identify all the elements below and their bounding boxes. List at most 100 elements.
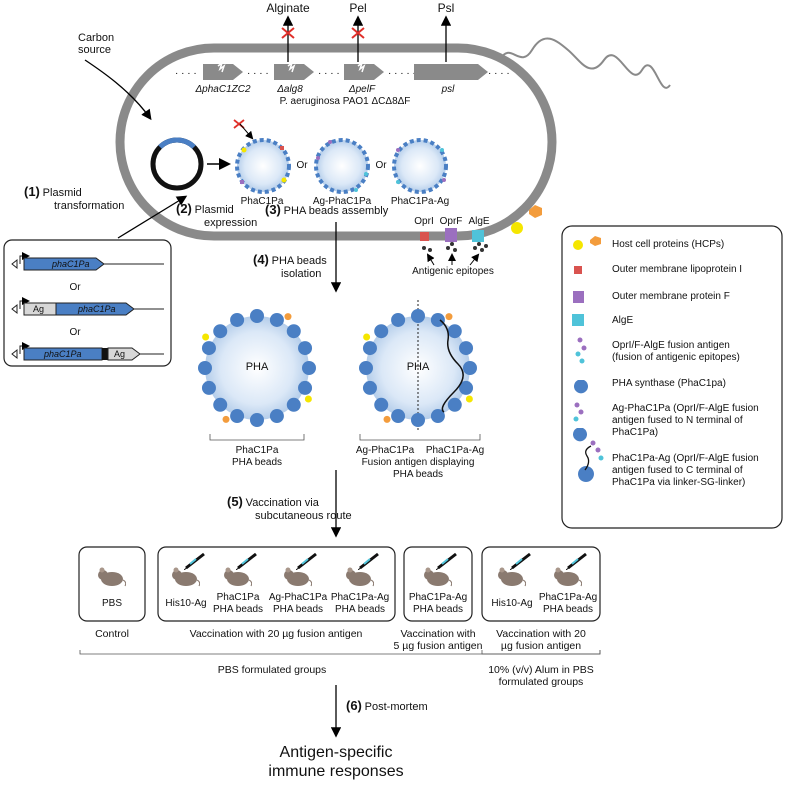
synthase-unit bbox=[298, 380, 313, 395]
pel-label: Pel bbox=[349, 1, 367, 15]
small-bead-1 bbox=[235, 138, 291, 194]
legend-fusion: OprI/F-AlgE fusion antigen(fusion of ant… bbox=[612, 340, 740, 363]
hcp-dot bbox=[363, 333, 371, 341]
syringe-icon bbox=[436, 552, 460, 570]
synthase-unit bbox=[213, 397, 228, 412]
big-bead2a-caption: Ag-PhaC1Pa bbox=[355, 445, 415, 456]
mouse-his-alum-label: His10-Ag bbox=[491, 598, 533, 609]
synthase-unit bbox=[459, 380, 474, 395]
synthase-unit bbox=[230, 409, 245, 424]
cassette-or-2: Or bbox=[69, 327, 81, 338]
gene-phaC-label: ΔphaC1ZC2 bbox=[195, 84, 251, 95]
strain-label: P. aeruginosa PAO1 ΔCΔ8ΔF bbox=[279, 96, 411, 107]
big-bead-fusion bbox=[359, 300, 477, 430]
synthase-unit bbox=[286, 324, 301, 339]
svg-text:· · · · ·: · · · · · bbox=[388, 68, 416, 79]
svg-text:· · · ·: · · · · bbox=[175, 68, 197, 79]
cassette-or-1: Or bbox=[69, 282, 81, 293]
oprF-label: OprF bbox=[439, 216, 463, 227]
final-outcome: Antigen-specific immune responses bbox=[268, 744, 404, 780]
gene-alg8-label: Δalg8 bbox=[277, 84, 303, 95]
gene-phaC bbox=[203, 64, 243, 80]
hcp-dot bbox=[383, 415, 391, 423]
small-bead1-caption: PhaC1Pa bbox=[240, 196, 284, 207]
svg-text:· · · ·: · · · · bbox=[318, 68, 340, 79]
hcp-outside bbox=[511, 222, 523, 234]
svg-text:· · · ·: · · · · bbox=[247, 68, 269, 79]
hcp-dot bbox=[445, 313, 453, 321]
syringe-icon bbox=[510, 552, 534, 570]
big-bead-phac bbox=[198, 309, 316, 427]
synthase-unit bbox=[213, 324, 228, 339]
big-bead1-pha: PHA bbox=[245, 361, 269, 373]
synthase-unit bbox=[374, 324, 389, 339]
synthase-unit bbox=[459, 341, 474, 356]
hcp-dot bbox=[202, 333, 210, 341]
gene-alg8 bbox=[274, 64, 314, 80]
mouse-icon bbox=[96, 566, 126, 588]
legend-algE: AlgE bbox=[612, 315, 634, 326]
algE-protein bbox=[472, 230, 484, 242]
synthase-unit bbox=[359, 361, 373, 375]
synthase-unit bbox=[250, 413, 264, 427]
synthase-unit bbox=[391, 312, 406, 327]
legend-oprI: Outer membrane lipoprotein I bbox=[612, 264, 743, 275]
hcp-dot bbox=[465, 395, 473, 403]
mouse-icon bbox=[222, 566, 252, 588]
big-bead2b-caption: PhaC1Pa-Ag bbox=[425, 445, 485, 456]
carbon-source-label: Carbon source bbox=[78, 32, 115, 56]
step2-label: (2) Plasmid expression bbox=[176, 201, 258, 229]
psl-label: Psl bbox=[437, 1, 455, 15]
small-bead2-caption: Ag-PhaC1Pa bbox=[312, 196, 372, 207]
synthase-unit bbox=[411, 309, 425, 323]
cassette3-gene: phaC1Pa bbox=[44, 349, 82, 359]
step5-label: (5) Vaccination via subcutaneous route bbox=[227, 494, 352, 522]
step6-label: (6) Post-mortem bbox=[346, 698, 428, 713]
oprI-protein bbox=[420, 232, 429, 241]
synthase-unit bbox=[250, 309, 264, 323]
syringe-icon bbox=[358, 552, 382, 570]
gene-psl bbox=[414, 64, 488, 80]
synthase-unit bbox=[298, 341, 313, 356]
synthase-unit bbox=[430, 312, 445, 327]
big-bead2-caption: Fusion antigen displaying PHA beads bbox=[361, 457, 475, 480]
synthase-unit bbox=[201, 380, 216, 395]
syringe-icon bbox=[566, 552, 590, 570]
synthase-unit bbox=[447, 397, 462, 412]
gene-pelF bbox=[344, 64, 384, 80]
gene-psl-label: psl bbox=[441, 84, 455, 95]
syringe-icon bbox=[236, 552, 260, 570]
gene-pelF-label: ΔpelF bbox=[348, 84, 376, 95]
synthase-unit bbox=[362, 341, 377, 356]
algE-label: AlgE bbox=[468, 216, 490, 227]
box-20ug bbox=[157, 546, 396, 622]
synthase-unit bbox=[286, 397, 301, 412]
mouse-icon bbox=[552, 566, 582, 588]
mouse-icon bbox=[422, 566, 452, 588]
synthase-unit bbox=[430, 409, 445, 424]
legend-hcp: Host cell proteins (HCPs) bbox=[612, 239, 725, 250]
cassette2-ag: Ag bbox=[33, 304, 45, 314]
small-bead3-caption: PhaC1Pa-Ag bbox=[390, 196, 450, 207]
synthase-unit bbox=[463, 361, 477, 375]
synthase-unit bbox=[447, 324, 462, 339]
mouse-icon bbox=[344, 566, 374, 588]
synthase-unit bbox=[302, 361, 316, 375]
synthase-unit bbox=[362, 380, 377, 395]
svg-text:· · · ·: · · · · bbox=[488, 68, 510, 79]
synthase-unit bbox=[269, 312, 284, 327]
hcp-dot bbox=[222, 415, 230, 423]
small-bead-3 bbox=[392, 138, 448, 194]
mouse-his-label: His10-Ag bbox=[165, 598, 207, 609]
antigenic-epitopes-label: Antigenic epitopes bbox=[412, 266, 494, 277]
mouse-icon bbox=[170, 566, 200, 588]
big-bead2-pha: PHA bbox=[406, 361, 430, 373]
oprF-protein bbox=[445, 228, 457, 242]
mouse-icon bbox=[282, 566, 312, 588]
